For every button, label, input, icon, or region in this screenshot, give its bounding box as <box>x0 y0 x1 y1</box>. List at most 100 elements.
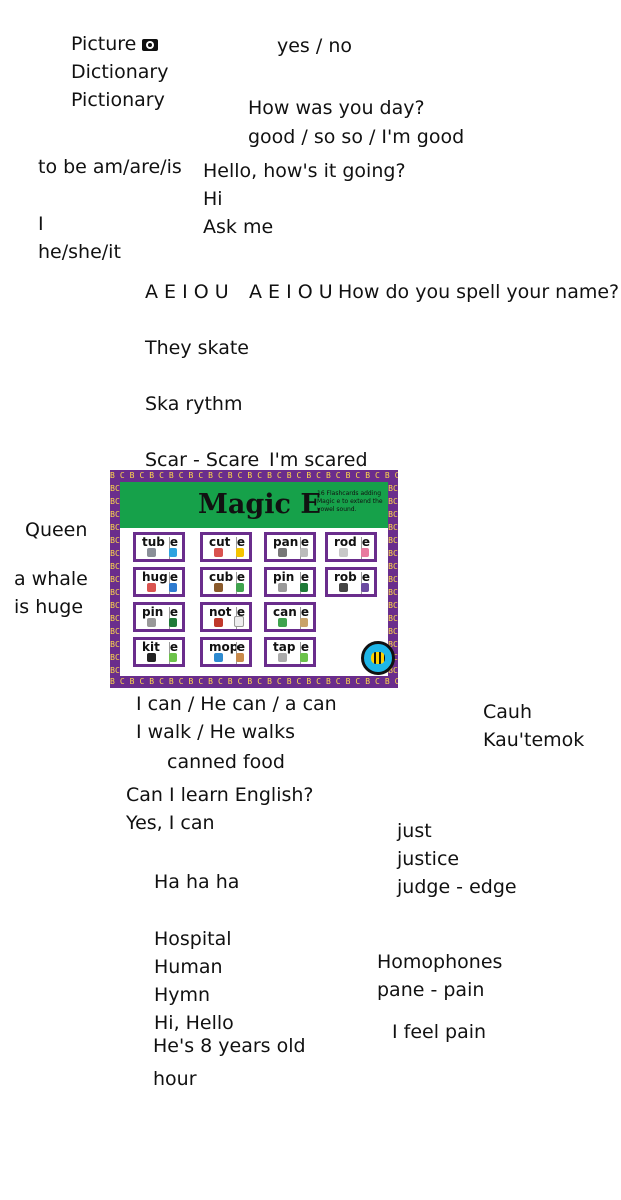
cut-picture-icon <box>214 548 223 557</box>
pine-picture-icon <box>169 618 177 627</box>
flashcard-word: pin <box>273 570 295 584</box>
note-cauh: Cauh <box>483 701 532 723</box>
flashcard-e: e <box>236 640 245 654</box>
note-picture-text: Picture <box>71 33 137 55</box>
pane-picture-icon <box>300 548 308 557</box>
flashcard-e: e <box>236 570 245 584</box>
note-i-feel-pain: I feel pain <box>392 1021 487 1043</box>
note-judge-edge: judge - edge <box>397 876 517 898</box>
note-scar-scare: Scar - Scare <box>145 449 260 471</box>
note-pictionary: Pictionary <box>71 89 165 111</box>
flashcard-e: e <box>300 640 309 654</box>
note-how-day: How was you day? <box>248 97 425 119</box>
note-good: good / so so / I'm good <box>248 126 465 148</box>
card-inner: Magic E 16 Flashcards adding Magic e to … <box>120 482 395 676</box>
kit-picture-icon <box>147 653 156 662</box>
note-ha-ha: Ha ha ha <box>154 871 240 893</box>
not-picture-icon <box>214 618 223 627</box>
hug-picture-icon <box>147 583 156 592</box>
note-hour: hour <box>153 1068 197 1090</box>
note-kautemok: Kau'temok <box>483 729 585 751</box>
note-vowels-1: A E I O U <box>145 281 229 303</box>
note-dictionary: Dictionary <box>71 61 169 83</box>
tube-picture-icon <box>169 548 177 557</box>
note-spell-name: How do you spell your name? <box>338 281 620 303</box>
note-hi: Hi <box>203 188 223 210</box>
note-canned-food: canned food <box>167 751 285 773</box>
flashcard-word: cut <box>209 535 231 549</box>
flashcard-e: e <box>300 570 309 584</box>
cute-picture-icon <box>236 548 244 557</box>
card-border-bottom: BCBCBCBCBCBCBCBCBCBCBCBCBCBCBC <box>110 677 398 686</box>
robe-picture-icon <box>361 583 369 592</box>
card-border-left: BCBCBCBCBCBCBCBCBCBCBCBCBCBCBC <box>110 484 120 675</box>
note-can-learn: Can I learn English? <box>126 784 314 806</box>
note-pane-pain: pane - pain <box>377 979 485 1001</box>
flashcard-e: e <box>361 535 370 549</box>
flashcard-word: tub <box>142 535 165 549</box>
pin-picture-icon <box>147 618 156 627</box>
bee-logo-icon <box>361 641 395 675</box>
mope-picture-icon <box>236 653 244 662</box>
flashcard-e: e <box>300 535 309 549</box>
pine-picture-icon <box>300 583 308 592</box>
note-yes-i-can: Yes, I can <box>126 812 215 834</box>
cane-picture-icon <box>300 618 308 627</box>
note-homophones: Homophones <box>377 951 503 973</box>
note-queen: Queen <box>25 519 88 541</box>
card-title: Magic E <box>198 489 321 520</box>
note-picture: Picture <box>71 30 159 58</box>
can-picture-icon <box>278 618 287 627</box>
flashcard-word: cub <box>209 570 234 584</box>
note-ask-me: Ask me <box>203 216 274 238</box>
note-hello-going: Hello, how's it going? <box>203 160 406 182</box>
mop-picture-icon <box>214 653 223 662</box>
note-they-skate: They skate <box>145 337 249 359</box>
rob-picture-icon <box>339 583 348 592</box>
flashcard-word: rod <box>334 535 357 549</box>
note-picture-icon <box>234 616 244 627</box>
flashcard-e: e <box>361 570 370 584</box>
card-banner: Magic E 16 Flashcards adding Magic e to … <box>120 482 388 528</box>
cube-picture-icon <box>236 583 244 592</box>
huge-picture-icon <box>169 583 177 592</box>
note-vowels-2: A E I O U <box>249 281 333 303</box>
note-human: Human <box>154 956 223 978</box>
flashcard-e: e <box>169 535 178 549</box>
pin-picture-icon <box>278 583 287 592</box>
magic-e-card-image: BCBCBCBCBCBCBCBCBCBCBCBCBCBCBC BCBCBCBCB… <box>110 470 398 688</box>
note-i: I <box>38 213 44 235</box>
note-just: just <box>397 820 432 842</box>
note-hes-8: He's 8 years old <box>153 1035 306 1057</box>
note-a-whale: a whale <box>14 568 88 590</box>
note-he-she-it: he/she/it <box>38 241 121 263</box>
cub-picture-icon <box>214 583 223 592</box>
camera-icon <box>142 39 159 51</box>
flashcard-word: can <box>273 605 297 619</box>
note-justice: justice <box>397 848 460 870</box>
note-im-scared: I'm scared <box>269 449 368 471</box>
note-to-be: to be am/are/is <box>38 156 182 178</box>
note-yes-no: yes / no <box>277 35 352 57</box>
flashcard-word: pin <box>142 605 164 619</box>
flashcard-e: e <box>169 605 178 619</box>
flashcard-word: tap <box>273 640 296 654</box>
flashcard-word: kit <box>142 640 160 654</box>
flashcard-e: e <box>300 605 309 619</box>
flashcard-word: mop <box>209 640 239 654</box>
flashcard-word: rob <box>334 570 357 584</box>
card-subtitle: 16 Flashcards adding Magic e to extend t… <box>317 490 383 513</box>
note-is-huge: is huge <box>14 596 84 618</box>
